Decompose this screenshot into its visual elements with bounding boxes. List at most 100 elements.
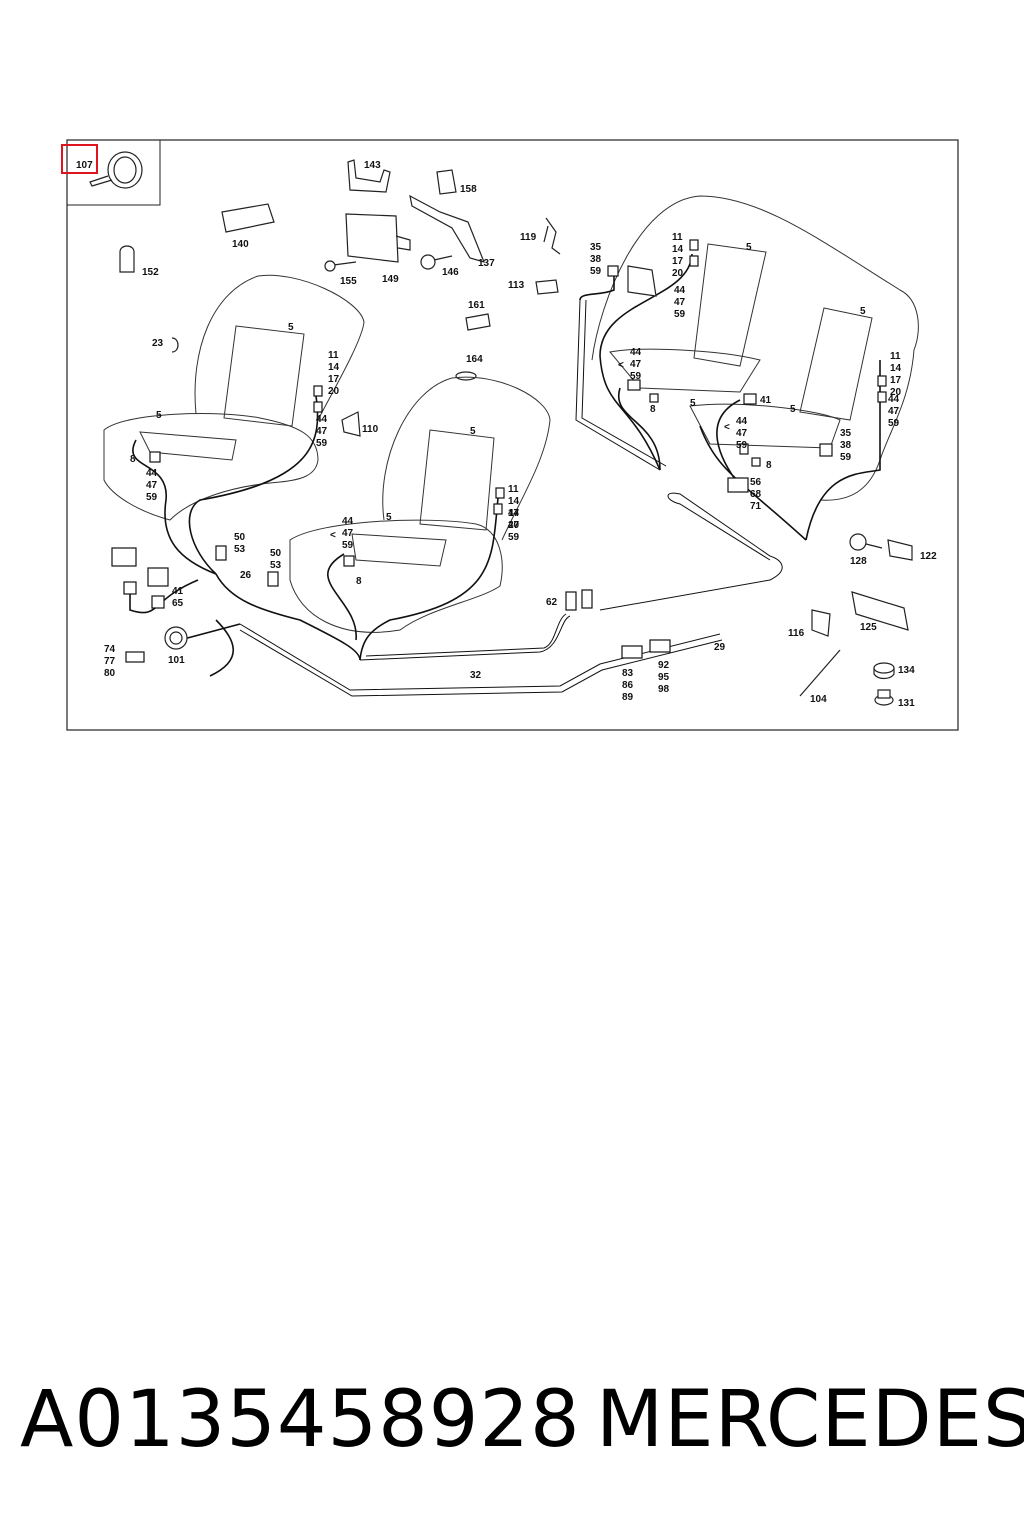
stack-value: 44 <box>508 508 520 519</box>
stack-value: 17 <box>890 375 902 386</box>
callout-164[interactable]: 164 <box>466 354 483 365</box>
callout-152[interactable]: 152 <box>142 267 159 278</box>
connector-113-icon <box>535 279 559 295</box>
stack-value: 59 <box>146 492 158 503</box>
callout-5c[interactable]: 5 <box>470 426 476 437</box>
callout-149[interactable]: 149 <box>382 274 399 285</box>
stack-value: 14 <box>328 362 340 373</box>
callout-107[interactable]: 107 <box>76 160 93 171</box>
brand-name: MERCEDES <box>596 1375 1024 1465</box>
stack-value: 47 <box>674 297 686 308</box>
callout-8c[interactable]: 8 <box>650 404 656 415</box>
stack-value: 35 <box>590 242 602 253</box>
stack-value: 98 <box>658 684 670 695</box>
stack-value: 11 <box>328 350 339 361</box>
callout-134[interactable]: 134 <box>898 665 915 676</box>
callout-5h[interactable]: 5 <box>790 404 796 415</box>
callout-5g[interactable]: 5 <box>690 398 696 409</box>
callout-155[interactable]: 155 <box>340 276 357 287</box>
callout-62[interactable]: 62 <box>546 597 558 608</box>
stack-value: 77 <box>104 656 116 667</box>
callout-8d[interactable]: 8 <box>766 460 772 471</box>
callout-113[interactable]: 113 <box>508 280 525 291</box>
callout-65[interactable]: 65 <box>172 598 184 609</box>
callout-26[interactable]: 26 <box>240 570 252 581</box>
retainer-110-icon <box>341 411 361 437</box>
front-left-seat <box>103 274 365 521</box>
stack-value: 44 <box>674 285 686 296</box>
stack-value: 44 <box>146 468 158 479</box>
callout-5d[interactable]: 5 <box>386 512 392 523</box>
stack-value: 20 <box>328 386 340 397</box>
callout-5e[interactable]: 5 <box>746 242 752 253</box>
stack-value: 92 <box>658 660 670 671</box>
bracket-122-icon <box>887 539 913 561</box>
callout-146[interactable]: 146 <box>442 267 459 278</box>
callout-8a[interactable]: 8 <box>130 454 136 465</box>
callout-158[interactable]: 158 <box>460 184 477 195</box>
stack-value: 50 <box>270 548 282 559</box>
callout-29[interactable]: 29 <box>714 642 726 653</box>
stack-value: 59 <box>888 418 900 429</box>
callout-labels: 107 143 158 140 137 146 149 155 152 119 … <box>76 160 937 709</box>
callout-104[interactable]: 104 <box>810 694 827 705</box>
stack-value: 38 <box>590 254 602 265</box>
bushing-134-icon <box>873 662 895 680</box>
stack-value: 11 <box>672 232 683 243</box>
callout-161[interactable]: 161 <box>468 300 485 311</box>
callout-5b[interactable]: 5 <box>156 410 162 421</box>
callout-143[interactable]: 143 <box>364 160 381 171</box>
callout-131[interactable]: 131 <box>898 698 915 709</box>
stack-value: 14 <box>508 496 520 507</box>
callout-128[interactable]: 128 <box>850 556 867 567</box>
callout-137[interactable]: 137 <box>478 258 495 269</box>
screw-icon <box>324 260 357 272</box>
callout-116[interactable]: 116 <box>788 628 805 639</box>
callout-8b[interactable]: 8 <box>356 576 362 587</box>
callout-lt2: < <box>724 422 730 433</box>
stack-value: 44 <box>316 414 328 425</box>
callout-5f[interactable]: 5 <box>860 306 866 317</box>
part-number: A0135458928 <box>20 1375 581 1465</box>
stack-value: 59 <box>316 438 328 449</box>
stack-value: 95 <box>658 672 670 683</box>
callout-122[interactable]: 122 <box>920 551 937 562</box>
callout-23[interactable]: 23 <box>152 338 164 349</box>
callout-140[interactable]: 140 <box>232 239 249 250</box>
callout-41b[interactable]: 41 <box>760 395 772 406</box>
callout-41a[interactable]: 41 <box>172 586 184 597</box>
stack-value: 71 <box>750 501 762 512</box>
stack-value: 20 <box>508 520 520 531</box>
stack-value: 17 <box>328 374 340 385</box>
stack-value: 47 <box>888 406 900 417</box>
stack-value: 47 <box>342 528 354 539</box>
callout-32[interactable]: 32 <box>470 670 482 681</box>
callout-119[interactable]: 119 <box>520 232 537 243</box>
callout-110[interactable]: 110 <box>362 424 379 435</box>
stack-value: 47 <box>146 480 158 491</box>
callout-125[interactable]: 125 <box>860 622 877 633</box>
callout-5a[interactable]: 5 <box>288 322 294 333</box>
callout-101[interactable]: 101 <box>168 655 185 666</box>
